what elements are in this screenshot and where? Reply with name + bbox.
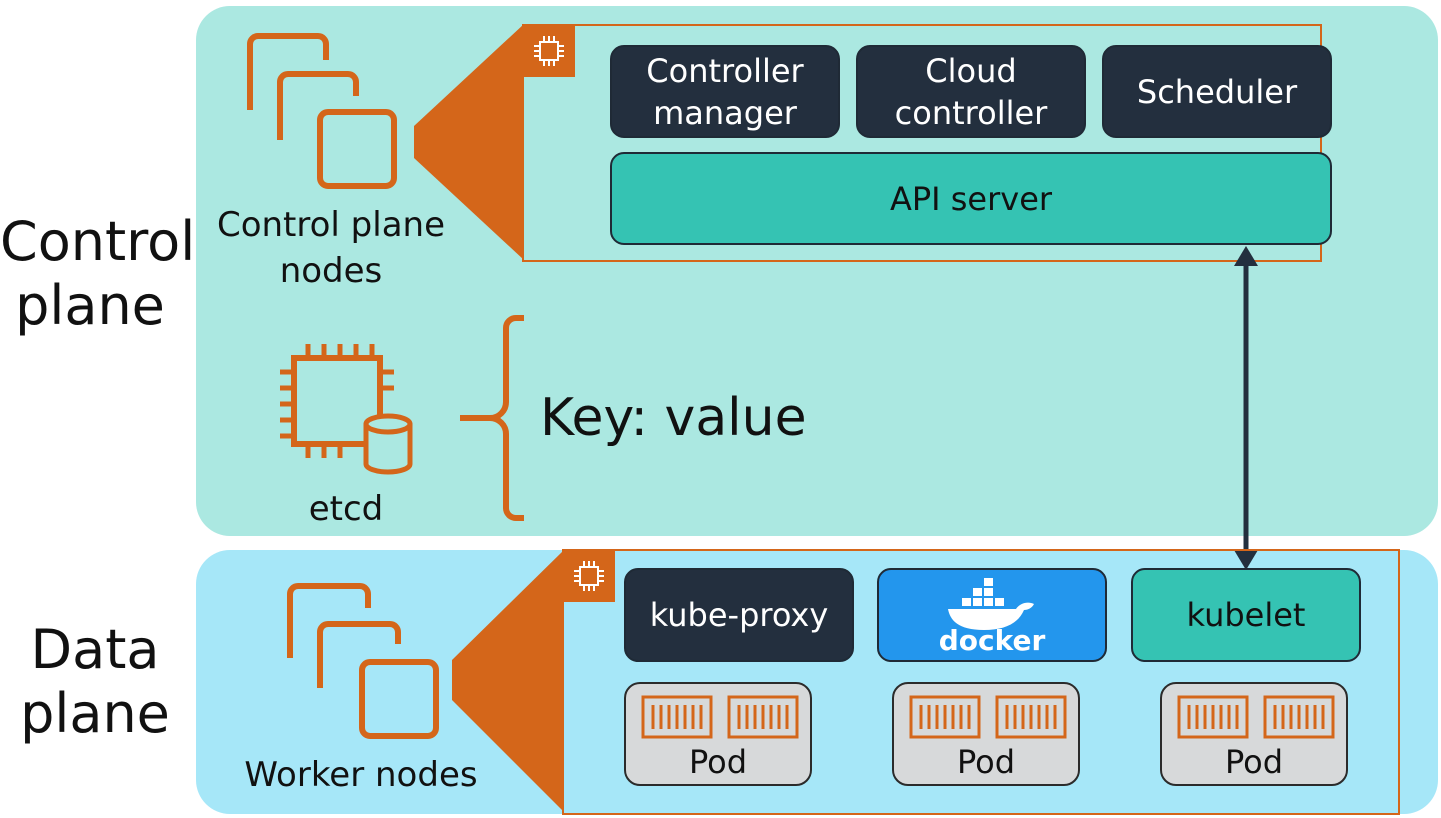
control-plane-nodes-icon	[247, 33, 397, 189]
scheduler-box: Scheduler	[1102, 45, 1332, 138]
chip-icon	[534, 36, 564, 66]
pod-label: Pod	[1224, 743, 1284, 781]
container-icon	[909, 695, 1067, 739]
worker-node-callout	[452, 550, 564, 812]
cloud-controller-box: Cloud controller	[856, 45, 1086, 138]
container-icon	[1177, 695, 1335, 739]
control-node-frame	[522, 24, 1322, 262]
pod-box: Pod	[892, 682, 1080, 786]
control-node-chip-badge	[523, 25, 575, 77]
etcd-icon	[280, 344, 413, 475]
pod-label: Pod	[688, 743, 748, 781]
pod-box: Pod	[1160, 682, 1348, 786]
curly-brace-icon	[460, 315, 524, 521]
kube-proxy-box: kube-proxy	[624, 568, 854, 662]
worker-nodes-label: Worker nodes	[244, 755, 478, 795]
container-icon	[641, 695, 799, 739]
chip-icon	[574, 561, 604, 591]
control-node-callout	[414, 24, 524, 260]
docker-box: docker	[877, 568, 1107, 662]
controller-manager-box: Controller manager	[610, 45, 840, 138]
pod-label: Pod	[956, 743, 1016, 781]
docker-whale-icon	[948, 578, 1034, 630]
docker-wordmark: docker	[938, 624, 1046, 657]
api-server-box: API server	[610, 152, 1332, 245]
key-value-label: Key: value	[540, 388, 807, 448]
worker-node-frame	[562, 549, 1400, 815]
control-plane-nodes-label: Control plane nodes	[216, 205, 446, 291]
pod-box: Pod	[624, 682, 812, 786]
control-plane-label: Control plane	[0, 210, 196, 337]
data-plane-label: Data plane	[20, 618, 170, 745]
worker-node-chip-badge	[563, 550, 615, 602]
etcd-label: etcd	[308, 489, 384, 529]
worker-nodes-icon	[287, 583, 439, 739]
api-kubelet-arrow	[1234, 246, 1258, 570]
kubelet-box: kubelet	[1131, 568, 1361, 662]
